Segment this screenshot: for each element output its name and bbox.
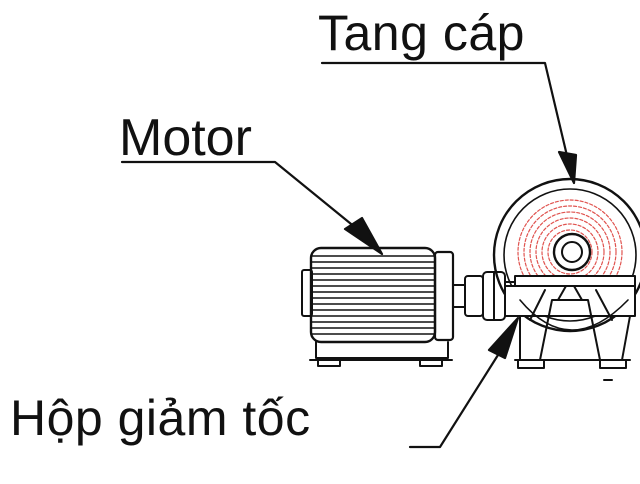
motor-foot-right [419, 359, 443, 367]
gearbox-leader-arrow [487, 316, 520, 360]
drum-outer [492, 177, 640, 333]
drum-label: Tang cáp [318, 5, 525, 61]
motor-base [315, 341, 449, 359]
gearbox-top-band [514, 275, 636, 287]
gearbox-leader-line [408, 353, 500, 449]
motor-front-flange [433, 250, 455, 342]
drum-rim [503, 188, 637, 322]
shaft [452, 284, 466, 308]
coupling-hub [464, 275, 484, 317]
motor-label: Motor [119, 109, 252, 167]
drum-frame [514, 285, 631, 369]
drum-hub-outer [552, 232, 592, 272]
motor-leader-arrow [343, 216, 384, 256]
drum-assembly [492, 177, 640, 369]
drum-leader-arrow [557, 150, 578, 185]
gearbox-label: Hộp giảm tốc [10, 390, 311, 446]
motor-cooling-fins [310, 255, 436, 335]
drum-leader-line [320, 61, 570, 162]
drum-hub-inner [561, 241, 583, 263]
motor [301, 246, 455, 367]
motor-foot-left [317, 359, 341, 367]
leader-lines [120, 61, 578, 449]
gearbox-ring [519, 299, 629, 331]
motor-leader-line [120, 160, 358, 230]
